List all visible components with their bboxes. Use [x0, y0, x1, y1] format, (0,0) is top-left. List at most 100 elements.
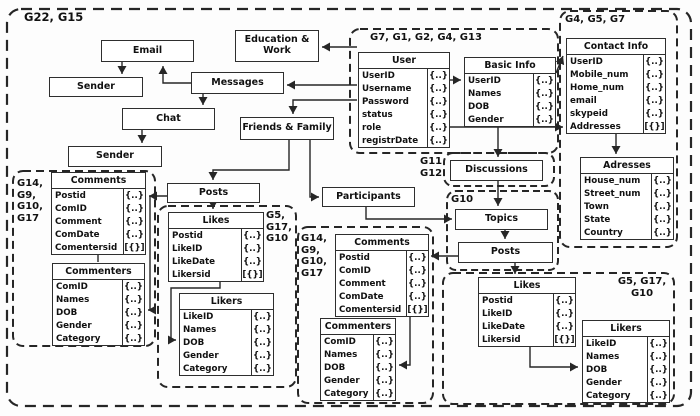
field-row: Likersid[{}] [169, 268, 263, 281]
field-name: Gender [586, 377, 622, 388]
field-multiplicity: {..} [122, 306, 143, 319]
field-row: ComDate{..} [52, 228, 145, 241]
field-row: Names {..} [180, 323, 273, 336]
field-multiplicity: {..} [647, 363, 668, 376]
field-multiplicity: {..} [251, 323, 272, 336]
edge-comments_center-commenters_center [399, 314, 411, 370]
edge-friends_family-posts_left [208, 140, 290, 180]
field-row: Comment{..} [336, 277, 428, 290]
field-row: DOB{..} [180, 336, 273, 349]
field-multiplicity: {..} [251, 336, 272, 349]
edge-messages-email [158, 66, 191, 84]
field-multiplicity: {..} [373, 374, 394, 387]
field-name: Postid [55, 190, 86, 201]
field-multiplicity: {..} [427, 121, 448, 134]
field-row: Gender{..} [53, 319, 144, 332]
field-row: Username{..} [359, 82, 449, 95]
group-label-line: G10 [451, 194, 474, 205]
field-row: DOB{..} [465, 100, 555, 113]
posts-box-left: Posts [167, 183, 260, 203]
field-multiplicity: {..} [373, 335, 394, 348]
commenters-table-left-title: Commenters [53, 264, 144, 280]
likes-table-left-title: Likes [169, 213, 263, 229]
field-row: Comentersid[{}] [336, 303, 428, 316]
field-multiplicity: {..} [651, 200, 672, 213]
field-name: Gender [468, 114, 504, 125]
field-row: Gender{..} [180, 349, 273, 362]
field-row: ComDate{..} [336, 290, 428, 303]
field-multiplicity: {..} [427, 108, 448, 121]
contact-info-table-title: Contact Info [567, 39, 665, 55]
basic-info-table: Basic Info UserID{..}Names{..}DOB{..}Gen… [464, 57, 556, 127]
field-name: Gender [183, 350, 219, 361]
field-multiplicity: {..} [643, 68, 664, 81]
field-row: ComID{..} [53, 280, 144, 293]
group-label-line: G17 [17, 212, 40, 224]
field-name: Category [183, 363, 228, 374]
field-row: Names{..} [465, 87, 555, 100]
likes-table-right-title: Likes [479, 278, 575, 294]
group-label-line: G12 [420, 167, 443, 179]
comments-left-group-outline [12, 170, 156, 347]
field-name: Category [56, 333, 101, 344]
field-name: Likersid [172, 269, 211, 280]
field-name: Town [584, 201, 609, 212]
field-row: LikeDate{..} [169, 255, 263, 268]
field-multiplicity: {..} [427, 69, 448, 82]
posts-box-right: Posts [458, 242, 553, 263]
field-row: LikeID{..} [583, 337, 669, 350]
field-multiplicity: {..} [406, 277, 427, 290]
likers-table-right-title: Likers [583, 321, 669, 337]
edge-basic_info-contact_info [555, 55, 565, 74]
group-label-line: G5, G17, [617, 276, 667, 287]
field-name: Addresses [570, 121, 621, 132]
field-name: Names [183, 324, 217, 335]
field-name: skypeid [570, 108, 608, 119]
likes-right-group-outline [442, 272, 675, 405]
group-label-g10: G10 [451, 194, 473, 206]
edge-friends_family-participants [309, 140, 319, 202]
field-multiplicity: {..} [651, 174, 672, 187]
user-table: User UserID{..}Username{..}Password{..}s… [358, 52, 450, 148]
field-row: Password{..} [359, 95, 449, 108]
field-name: LikeDate [482, 321, 526, 332]
friends-family-box: Friends & Family [240, 117, 334, 140]
field-multiplicity: {..} [533, 74, 554, 87]
edge-likes_left-likers_left [168, 279, 221, 345]
outer-outline [5, 7, 693, 408]
field-multiplicity: {..} [123, 202, 144, 215]
field-multiplicity: {..} [373, 348, 394, 361]
comments-table-center: Comments Postid{..}ComID{..}Comment{..}C… [335, 234, 429, 317]
field-name: status [362, 109, 393, 120]
contact-info-table: Contact Info UserID{..}Mobile_num{..}Hom… [566, 38, 666, 134]
field-multiplicity: {..} [553, 294, 574, 307]
field-row: Comment{..} [52, 215, 145, 228]
field-name: DOB [56, 307, 78, 318]
addresses-table-title: Adresses [581, 158, 673, 174]
field-name: Mobile_num [570, 69, 629, 80]
field-row: role{..} [359, 121, 449, 134]
field-multiplicity: [{}] [643, 120, 665, 133]
field-name: LikeID [183, 311, 214, 322]
field-row: UserID{..} [465, 74, 555, 87]
field-row: Likersid[{}] [479, 333, 575, 346]
group-label-line: G14, [301, 233, 327, 244]
field-row: Names{..} [53, 293, 144, 306]
field-name: Names [324, 349, 358, 360]
field-row: LikeID{..} [180, 310, 273, 323]
basic-info-table-title: Basic Info [465, 58, 555, 74]
likes-table-left: Likes Postid{..}LikeID{..}LikeDate{..}Li… [168, 212, 264, 282]
field-row: Names{..} [583, 350, 669, 363]
field-multiplicity: {..} [651, 226, 672, 239]
group-label-g22-g15: G22, G15 [24, 11, 83, 24]
field-row: State{..} [581, 213, 673, 226]
field-row: Names {..} [321, 348, 395, 361]
field-row: Town {..} [581, 200, 673, 213]
field-name: Password [362, 96, 409, 107]
education-work-box: Education & Work [235, 30, 319, 62]
g10-group-outline [446, 190, 559, 271]
topics-box: Topics [455, 209, 548, 230]
field-row: DOB {..} [53, 306, 144, 319]
field-row: DOB{..} [583, 363, 669, 376]
